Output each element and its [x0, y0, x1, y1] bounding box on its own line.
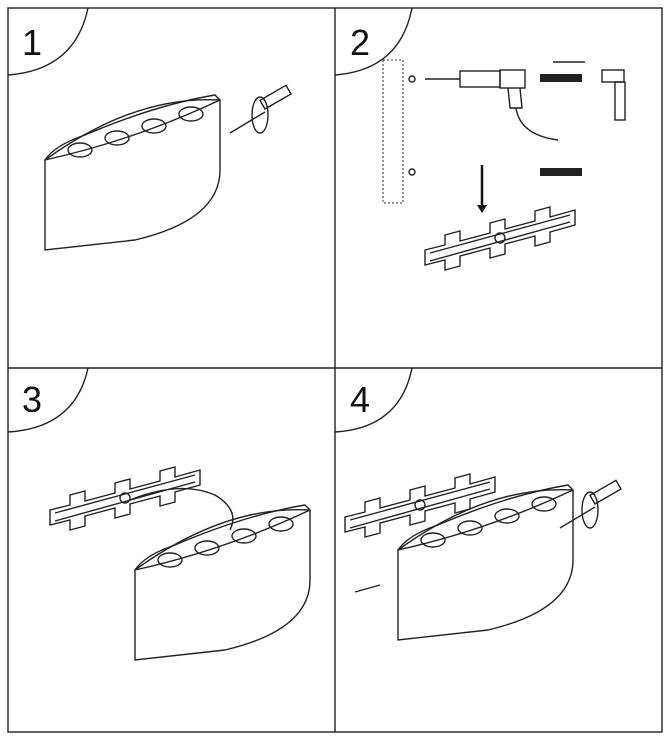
step-3-panel: 3 — [7, 367, 311, 661]
step-number: 3 — [22, 379, 42, 420]
mounting-bracket — [344, 473, 496, 538]
step-number: 1 — [22, 22, 42, 63]
wall-icon — [382, 59, 404, 204]
lamp-body — [134, 504, 311, 661]
step-2-panel: 2 — [334, 7, 626, 271]
arrow-icon — [354, 584, 381, 593]
step-badge-arc — [334, 367, 413, 433]
step-number: 2 — [350, 22, 370, 63]
screwdriver-icon — [229, 84, 292, 134]
step-badge-arc — [334, 7, 413, 76]
wall-plug-icon — [540, 61, 585, 176]
drill-hole — [408, 168, 416, 176]
step-badge-arc — [7, 7, 89, 76]
lamp-body — [44, 94, 221, 251]
drill-icon — [425, 69, 559, 141]
step-badge-arc — [7, 367, 89, 433]
step-4-panel: 4 — [334, 367, 622, 641]
step-1-panel: 1 — [7, 7, 292, 251]
hammer-icon — [601, 69, 626, 121]
screwdriver-icon — [559, 479, 622, 529]
drill-hole — [408, 75, 416, 83]
mounting-bracket — [49, 466, 201, 531]
step-number: 4 — [350, 379, 370, 420]
wire — [129, 487, 234, 531]
mounting-bracket — [424, 206, 576, 271]
